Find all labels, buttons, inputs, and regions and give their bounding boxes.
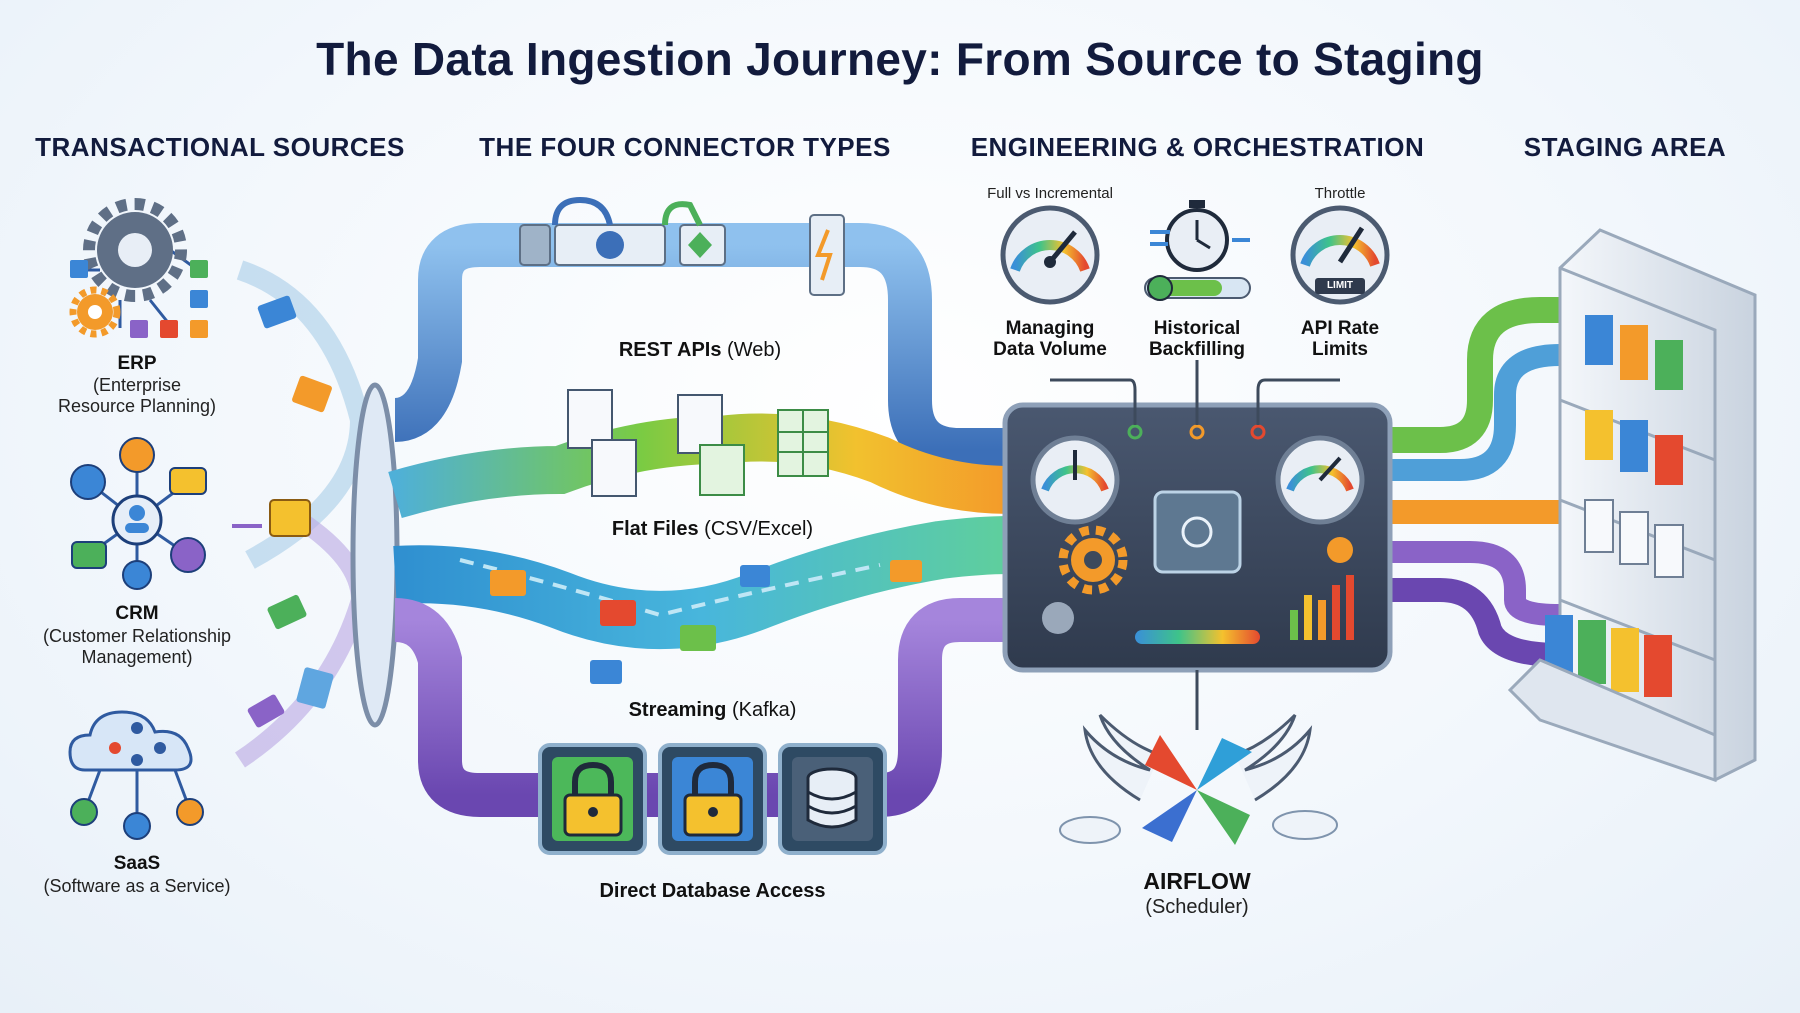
data-volume-gauge-icon [1000,205,1100,305]
erp-gear-network-icon [69,198,208,338]
airflow-logo-icon [1059,713,1338,845]
engineering-label-volume: Managing [1005,318,1095,339]
connector-name: REST APIs [618,339,722,361]
connector-detail: (CSV/Excel) [704,518,814,540]
connector-name: Streaming [628,699,727,721]
lock-icon [563,761,623,837]
engineering-label-backfill: Historical [1153,318,1241,339]
gauge-limit-label: LIMIT [1326,280,1354,291]
connector-detail: (Web) [727,339,782,361]
source-name-saas: SaaS [113,853,161,874]
column-header-engineering: ENGINEERING & ORCHESTRATION [970,132,1425,162]
connector-name: Flat Files [611,518,699,540]
source-name-erp: ERP [117,353,157,374]
source-desc-erp: Resource Planning) [57,396,217,416]
connector-name: Direct Database Access [599,880,826,902]
source-desc-erp: (Enterprise [92,375,182,395]
stopwatch-icon [1144,200,1251,301]
connector-label-database: Direct Database Access [560,880,865,903]
engineering-connectors [1050,360,1340,730]
crm-people-network-icon [70,437,207,590]
flat-files-pipe [388,389,1011,519]
saas-cloud-icon [68,710,204,840]
engineering-small-label: Full vs Incremental [987,185,1113,202]
source-desc-saas: (Software as a Service) [43,876,231,896]
connector-label-streaming: Streaming (Kafka) [570,699,855,722]
data-funnel-swirl [232,260,400,768]
database-icon [806,767,858,829]
orchestration-control-panel [1002,390,1393,673]
column-header-connectors: THE FOUR CONNECTOR TYPES [479,132,891,162]
engineering-label-rate-limits: Limits [1312,339,1368,360]
throttle-gauge-icon [1290,205,1390,305]
column-header-staging: STAGING AREA [1523,132,1727,162]
connector-label-flat-files: Flat Files (CSV/Excel) [560,518,865,541]
staging-pipes [1390,297,1590,667]
engineering-small-label: Throttle [1314,185,1366,202]
lock-icon [683,761,743,837]
source-desc-crm: Management) [81,647,193,667]
source-name-crm: CRM [115,603,159,624]
connector-detail: (Kafka) [731,699,797,721]
rest-api-pipe [393,196,1010,472]
scheduler-name: AIRFLOW [1143,868,1251,894]
connector-label-rest: REST APIs (Web) [560,339,840,362]
engineering-label-volume: Data Volume [993,339,1107,360]
staging-storage-rack [1507,228,1757,783]
engineering-label-backfill: Backfilling [1148,339,1246,360]
source-desc-crm: (Customer Relationship [42,626,232,646]
streaming-pipe [393,516,1011,684]
engineering-label-rate-limits: API Rate [1300,318,1380,339]
page-title: The Data Ingestion Journey: From Source … [316,33,1484,85]
scheduler-subtitle: (Scheduler) [1145,896,1249,918]
column-header-sources: TRANSACTIONAL SOURCES [35,132,405,162]
